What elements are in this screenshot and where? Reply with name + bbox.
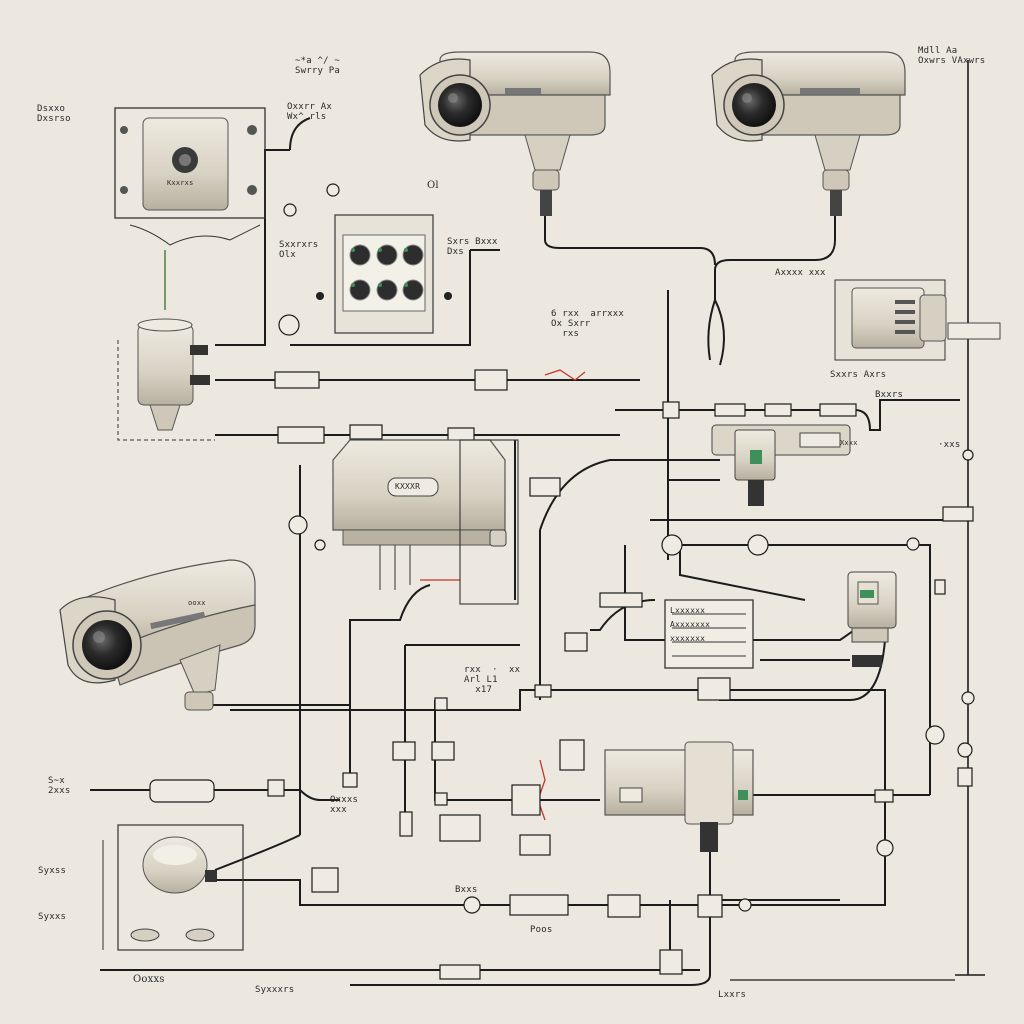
central-hub-box — [332, 439, 519, 605]
panel-badge: Lxxxxxx Axxxxxxx xxxxxxx — [670, 606, 711, 643]
controller-badge: Kxxrxs — [167, 179, 194, 187]
junction-connector — [711, 424, 851, 506]
signal-accents — [420, 369, 586, 821]
relay-badge: Xxxx — [840, 439, 858, 447]
cctv-camera-top-right — [711, 51, 906, 216]
label-right-c: ·xxs — [938, 440, 961, 450]
controller-module — [834, 279, 1001, 361]
network-switch-6-port — [316, 214, 452, 334]
cctv-camera-top-center — [419, 51, 611, 216]
label-bottom-left-b: Syxss — [38, 866, 67, 876]
label-bottom-right: Lxxrs — [718, 990, 747, 1000]
label-mid-e: Oxxxs xxx — [330, 795, 359, 815]
small-relay-module — [847, 571, 897, 667]
label-mid-c: 6 rxx arrxxx Ox Sxrr rxs — [551, 309, 625, 339]
label-right-b: Bxxrs — [875, 390, 904, 400]
label-mid-d: rxx · xx Arl L1 x17 — [464, 665, 521, 695]
dome-camera — [102, 824, 244, 951]
wall-outlet-box — [114, 107, 266, 310]
test-points — [278, 183, 975, 914]
label-bottom-left-a: S~x 2xxs — [48, 776, 71, 796]
label-bottom-left-c: Syxxs — [38, 912, 67, 922]
camera-badge: ooxx — [188, 599, 206, 607]
label-bottom-code2: Syxxxrs — [255, 985, 295, 995]
terminal-panel — [664, 599, 754, 669]
wire-network — [90, 60, 985, 986]
label-bottom-mid-a: Bxxs — [455, 885, 478, 895]
label-top-mid: Oxxrr Ax Wx^ rls — [287, 102, 332, 122]
label-top-left-b: ~*a ^/ ~ Swrry Pa — [295, 56, 340, 76]
label-switch: Ol — [427, 180, 439, 191]
cctv-camera-left — [59, 559, 256, 711]
label-mid-a: Sxrs Bxxx Dxs — [447, 237, 498, 257]
label-bottom-code: Ooxxs — [133, 974, 165, 985]
label-bottom-mid-b: Poos — [530, 925, 553, 935]
hub-badge: KXXXR — [395, 482, 421, 491]
label-top-left-a: Dsxxo Dxsrso — [37, 104, 71, 124]
power-supply-unit — [604, 741, 754, 852]
label-right-a: Axxxx xxx — [775, 268, 826, 278]
inline-connectors — [149, 369, 974, 980]
label-top-right: Mdll Aa Oxwrs VAxwrs — [918, 46, 986, 66]
label-right-d: Sxxrs Axrs — [830, 370, 887, 380]
cylindrical-sensor — [117, 318, 215, 441]
label-mid-b: Sxxrxrs Olx — [279, 240, 319, 260]
